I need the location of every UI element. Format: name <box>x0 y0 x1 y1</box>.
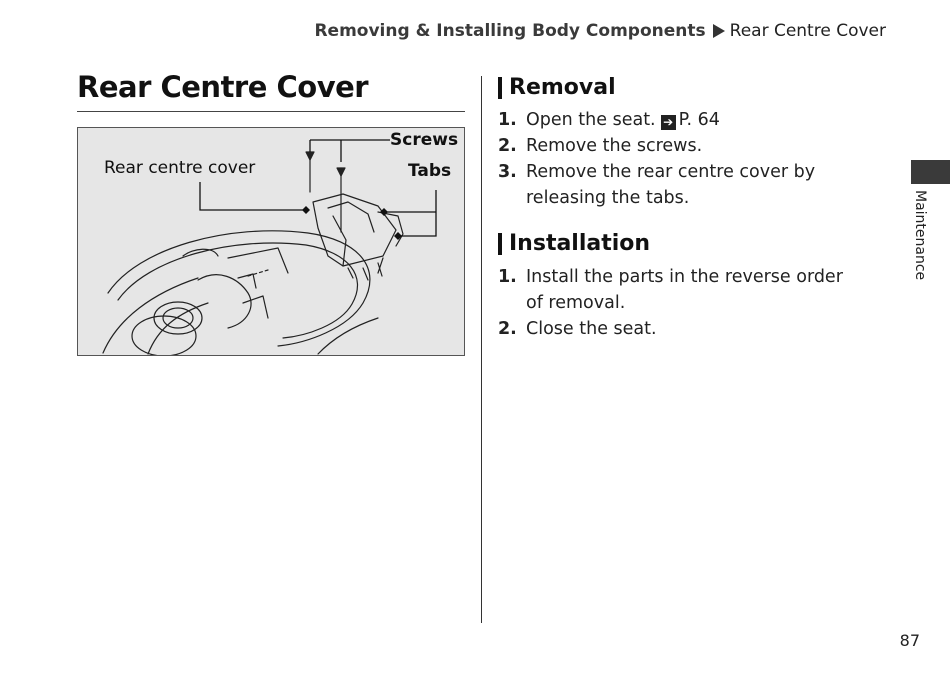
installation-heading: Installation <box>498 231 650 256</box>
installation-heading-text: Installation <box>509 231 651 256</box>
page-reference-link[interactable]: P. 64 <box>678 110 720 130</box>
step-text: Remove the rear centre cover by releasin… <box>526 162 816 208</box>
heading-bar <box>498 232 502 255</box>
figure-label-cover: Rear centre cover <box>104 158 256 178</box>
step-text: Install the parts in the reverse order o… <box>526 267 843 313</box>
installation-steps: 1. Install the parts in the reverse orde… <box>498 264 856 342</box>
removal-steps: 1. Open the seat. ➔P. 64 2. Remove the sc… <box>498 107 856 211</box>
section-side-label: Maintenance <box>912 190 928 281</box>
step-number: 1. <box>498 267 517 287</box>
column-divider <box>481 76 482 623</box>
step-number: 2. <box>498 319 517 339</box>
section-side-tab[interactable] <box>911 160 950 184</box>
list-item: 1. Open the seat. ➔P. 64 <box>498 107 856 133</box>
figure-label-tabs: Tabs <box>408 161 452 181</box>
breadcrumb-current: Rear Centre Cover <box>729 21 886 41</box>
motorcycle-rear-drawing <box>102 139 437 355</box>
step-text: Open the seat. <box>526 110 656 130</box>
figure-label-screws: Screws <box>390 130 459 150</box>
step-text: Remove the screws. <box>526 136 703 156</box>
breadcrumb-arrow-icon <box>712 24 725 38</box>
list-item: 2. Remove the screws. <box>498 133 856 159</box>
title-rule <box>77 111 465 112</box>
step-text: Close the seat. <box>526 319 657 339</box>
list-item: 2. Close the seat. <box>498 316 856 342</box>
heading-bar <box>498 76 502 99</box>
removal-heading: Removal <box>498 75 616 100</box>
breadcrumb-parent[interactable]: Removing & Installing Body Components <box>314 21 706 41</box>
removal-heading-text: Removal <box>509 75 616 100</box>
breadcrumb: Removing & Installing Body Components Re… <box>314 21 886 41</box>
step-number: 1. <box>498 110 517 130</box>
page-title: Rear Centre Cover <box>77 70 369 104</box>
page-number: 87 <box>899 631 920 650</box>
step-number: 2. <box>498 136 517 156</box>
rear-centre-cover-illustration: Rear centre cover Screws Tabs <box>77 127 465 356</box>
step-number: 3. <box>498 162 517 182</box>
page-reference-arrow-icon: ➔ <box>660 115 676 130</box>
list-item: 1. Install the parts in the reverse orde… <box>498 264 856 316</box>
list-item: 3. Remove the rear centre cover by relea… <box>498 159 856 211</box>
